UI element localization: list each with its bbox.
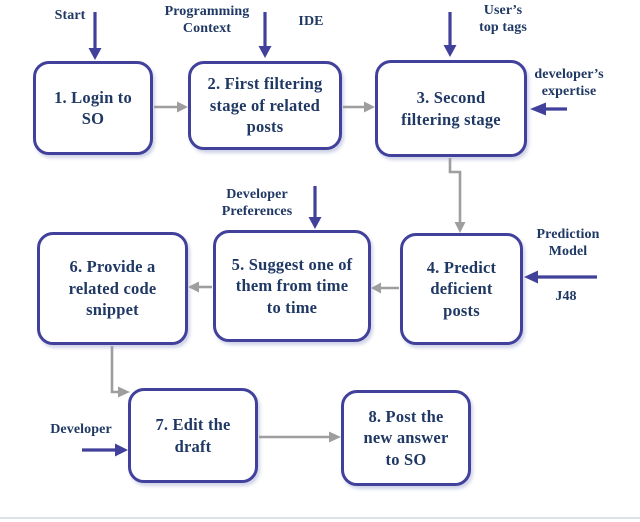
node-edit-the-draft-label: 7. Edit the draft: [155, 415, 231, 456]
node-provide-code-snippet: 6. Provide a related code snippet: [37, 232, 188, 345]
node-suggest-from-time-to-time-label: 5. Suggest one of them from time to time: [231, 254, 353, 317]
label-ide: IDE: [298, 14, 324, 29]
node-post-new-answer-label: 8. Post the new answer to SO: [363, 406, 449, 469]
label-programming-context: Programming Context: [164, 4, 250, 37]
label-prediction-model: Prediction Model: [536, 227, 600, 260]
node-first-filtering-stage-label: 2. First filtering stage of related post…: [207, 74, 323, 137]
node-suggest-from-time-to-time: 5. Suggest one of them from time to time: [213, 230, 371, 342]
node-predict-deficient-posts-label: 4. Predict deficient posts: [426, 257, 497, 320]
connector-4-to-5: [371, 282, 399, 294]
node-second-filtering-stage-label: 3. Second filtering stage: [401, 88, 501, 129]
bottom-rule: [0, 517, 640, 519]
label-start: Start: [54, 8, 86, 23]
node-provide-code-snippet-label: 6. Provide a related code snippet: [68, 257, 157, 320]
connector-6-to-7: [110, 346, 130, 398]
developers-expertise-arrow-icon: [530, 102, 567, 116]
programming-context-arrow-icon: [258, 12, 272, 58]
label-developer-preferences: Developer Preferences: [221, 187, 293, 220]
connector-3-to-4: [448, 158, 466, 233]
prediction-model-arrow-icon: [524, 270, 597, 284]
developer-preferences-arrow-icon: [308, 186, 322, 229]
connector-7-to-8: [259, 431, 341, 443]
connector-5-to-6: [188, 281, 212, 293]
node-post-new-answer: 8. Post the new answer to SO: [341, 390, 471, 486]
node-login-to-so-label: 1. Login to SO: [54, 87, 132, 128]
node-login-to-so: 1. Login to SO: [33, 61, 153, 155]
node-edit-the-draft: 7. Edit the draft: [128, 388, 258, 483]
label-users-top-tags: User’s top tags: [479, 3, 527, 36]
node-first-filtering-stage: 2. First filtering stage of related post…: [188, 61, 342, 150]
label-j48: J48: [555, 289, 577, 304]
label-developer: Developer: [50, 422, 112, 437]
developer-arrow-icon: [82, 443, 128, 457]
users-top-tags-arrow-icon: [443, 12, 457, 57]
label-developers-expertise: developer’s expertise: [534, 67, 604, 100]
start-arrow-icon: [88, 12, 102, 60]
node-second-filtering-stage: 3. Second filtering stage: [375, 60, 527, 157]
node-predict-deficient-posts: 4. Predict deficient posts: [400, 233, 523, 345]
connector-1-to-2: [154, 101, 188, 113]
connector-2-to-3: [343, 101, 375, 113]
